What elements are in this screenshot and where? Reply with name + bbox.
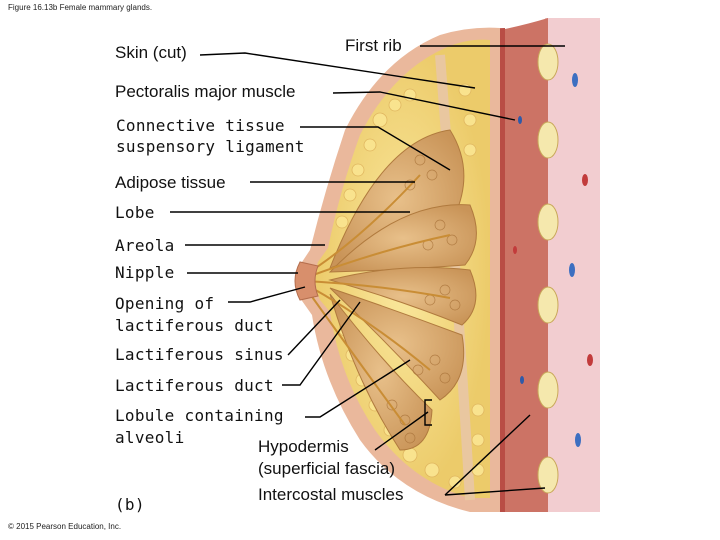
- leader-hypodermis: [374, 411, 429, 451]
- ribs: [537, 43, 559, 494]
- label-first-rib: First rib: [345, 36, 402, 55]
- label-hypodermis-2: (superficial fascia): [258, 459, 395, 478]
- label-connective-tissue-1: Connective tissue: [116, 116, 285, 135]
- label-connective-tissue-2: suspensory ligament: [116, 137, 305, 156]
- label-areola: Areola: [115, 236, 175, 255]
- label-intercostal-muscles: Intercostal muscles: [258, 485, 404, 504]
- label-adipose-tissue: Adipose tissue: [115, 173, 226, 192]
- label-opening-2: lactiferous duct: [115, 316, 274, 335]
- label-lobule-2: alveoli: [115, 428, 185, 447]
- label-skin-cut: Skin (cut): [115, 43, 187, 62]
- leader-pectoralis: [332, 91, 516, 121]
- copyright-notice: © 2015 Pearson Education, Inc.: [8, 522, 122, 531]
- label-hypodermis-1: Hypodermis: [258, 437, 349, 456]
- leader-skin: [199, 52, 476, 89]
- leader-lobule: [305, 359, 411, 418]
- label-lactiferous-sinus: Lactiferous sinus: [115, 345, 284, 364]
- leader-connective: [300, 126, 451, 171]
- leader-sinus: [287, 299, 341, 356]
- label-pectoralis-major: Pectoralis major muscle: [115, 82, 296, 101]
- leader-hypodermis-bracket: [424, 399, 432, 426]
- lobule-texture: [386, 154, 461, 444]
- label-lobe: Lobe: [115, 203, 155, 222]
- intercostal-muscle-band: [500, 18, 548, 512]
- label-lactiferous-duct: Lactiferous duct: [115, 376, 274, 395]
- figure-caption: Figure 16.13b Female mammary glands.: [8, 3, 153, 12]
- nipple: [294, 261, 319, 301]
- leader-intercostal-a: [444, 414, 531, 496]
- leader-duct: [282, 301, 361, 386]
- blood-vessels: [513, 73, 593, 447]
- label-nipple: Nipple: [115, 263, 175, 282]
- panel-label: (b): [115, 495, 145, 514]
- label-lobule-1: Lobule containing: [115, 406, 284, 425]
- leader-intercostal-b: [444, 487, 546, 496]
- label-opening-1: Opening of: [115, 294, 215, 313]
- leader-lines: [170, 45, 565, 496]
- leader-opening: [228, 286, 306, 303]
